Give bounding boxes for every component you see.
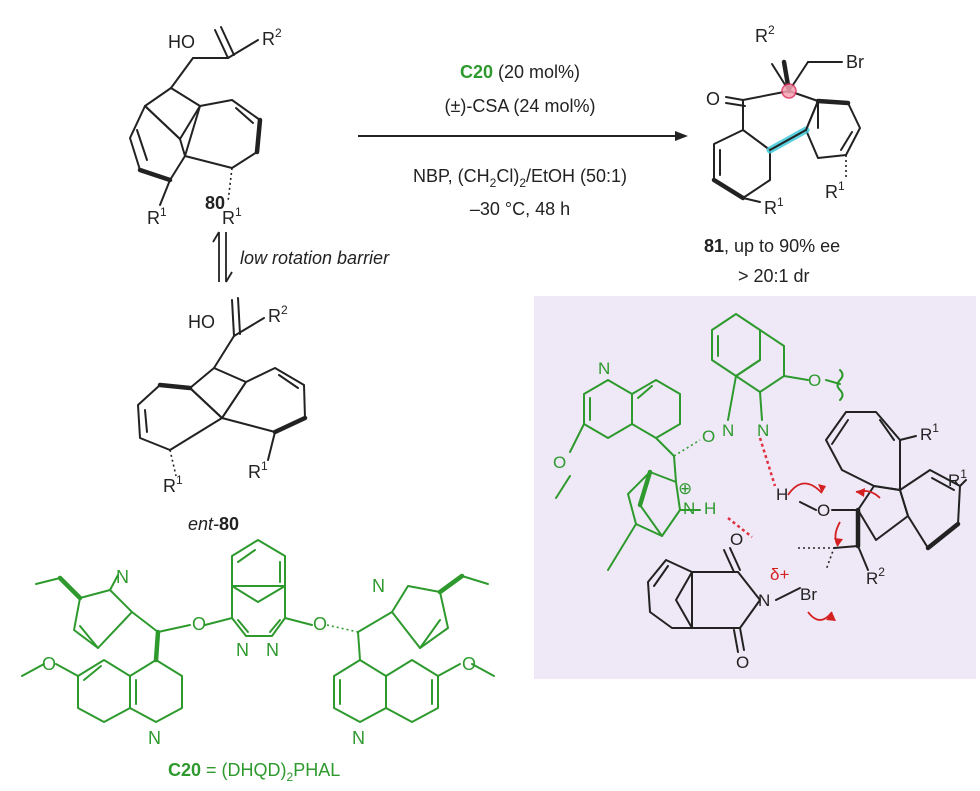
ts-o-ether: O <box>702 427 715 446</box>
ts-n-phthalazine-2: N <box>757 421 769 440</box>
substrate-80-structure <box>129 26 263 206</box>
ts-o-imide-bottom: O <box>736 653 749 672</box>
equilibrium-note: low rotation barrier <box>240 248 390 268</box>
ts-plus-charge: ⊕ <box>678 479 692 498</box>
ts-n-quinoline: N <box>598 359 610 378</box>
product-oxygen: O <box>706 89 720 109</box>
c20-o-methoxy-right: O <box>462 654 476 674</box>
substrate-r1-right: R1 <box>222 205 242 228</box>
ent-80-structure <box>137 297 308 477</box>
c20-n-phthalazine-2: N <box>266 640 279 660</box>
reagents-line: NBP, (CH2Cl)2/EtOH (50:1) <box>413 166 627 190</box>
ts-model-structure <box>555 313 967 653</box>
c20-o-right: O <box>313 614 327 634</box>
ent-r1-right: R1 <box>248 459 268 482</box>
ts-br: Br <box>800 585 817 604</box>
substrate-r2: R2 <box>262 26 282 49</box>
c20-n-quinoline-right: N <box>352 728 365 748</box>
ts-n-phthalazine-1: N <box>722 421 734 440</box>
product-r1-right: R1 <box>825 179 845 202</box>
substrate-oh: HO <box>168 32 195 52</box>
catalyst-line: C20 (20 mol%) <box>460 62 580 82</box>
ts-h-ammonium: H <box>704 499 716 518</box>
ts-n-ammonium: N <box>683 499 695 518</box>
product-r2: R2 <box>755 23 775 46</box>
product-81-structure <box>711 59 861 203</box>
ts-o-hydroxyl: O <box>817 501 830 520</box>
catalyst-caption: C20 = (DHQD)2PHAL <box>168 760 340 784</box>
ent-r2: R2 <box>268 303 288 326</box>
ts-r2: R2 <box>866 565 885 588</box>
ent-label: ent-80 <box>188 514 239 534</box>
c20-n-left: N <box>116 567 129 587</box>
conditions-line: –30 °C, 48 h <box>470 199 570 219</box>
ts-h-hydroxyl: H <box>776 485 788 504</box>
reaction-arrowhead <box>675 131 688 141</box>
c20-n-right: N <box>372 576 385 596</box>
product-dr: > 20:1 dr <box>738 266 810 286</box>
ent-oh: HO <box>188 312 215 332</box>
ts-o-imide-top: O <box>730 530 743 549</box>
ts-delta-plus: δ+ <box>770 565 789 584</box>
ts-o-phthalazine: O <box>808 371 821 390</box>
c20-n-quinoline-left: N <box>148 728 161 748</box>
product-br: Br <box>846 52 864 72</box>
ts-model-panel <box>534 296 976 679</box>
ts-o-methoxy: O <box>553 453 566 472</box>
catalyst-c20-structure <box>21 539 495 723</box>
acid-line: (±)-CSA (24 mol%) <box>445 96 596 116</box>
c20-o-left: O <box>192 614 206 634</box>
substrate-r1-left: R1 <box>147 205 167 228</box>
ts-r1-top: R1 <box>920 421 939 444</box>
product-label-line: 81, up to 90% ee <box>704 236 840 256</box>
ent-r1-left: R1 <box>163 473 183 496</box>
equilibrium-arrows <box>212 231 233 283</box>
c20-n-phthalazine-1: N <box>236 640 249 660</box>
c20-o-methoxy-left: O <box>42 654 56 674</box>
product-r1-left: R1 <box>764 195 784 218</box>
substrate-label: 80 <box>205 193 225 213</box>
ts-r1-right: R1 <box>948 467 967 490</box>
ts-n-imide: N <box>758 591 770 610</box>
